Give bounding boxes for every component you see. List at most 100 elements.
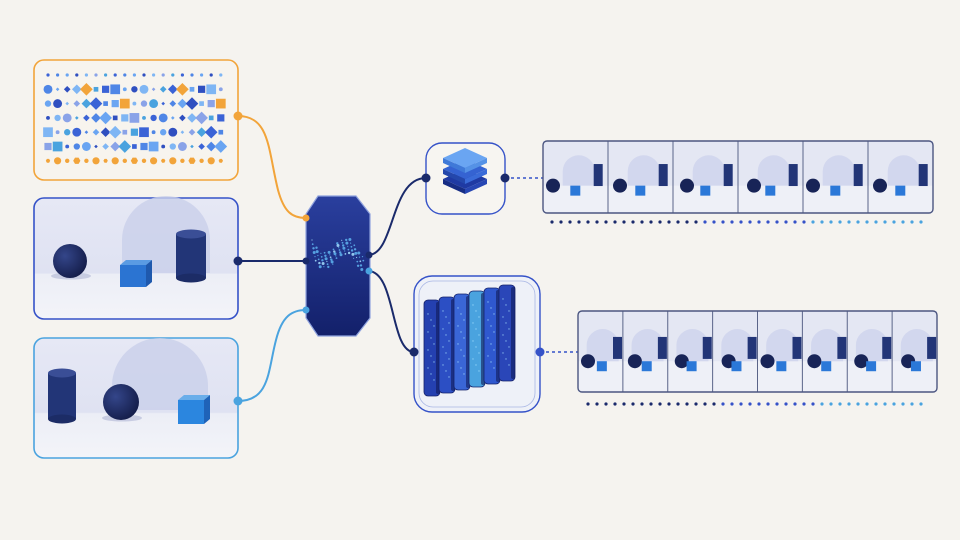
slice-dot [478, 370, 480, 372]
video-frame [543, 141, 608, 213]
encoder-dot [356, 256, 358, 259]
timeline-dot [811, 220, 815, 224]
token-mark [190, 144, 194, 149]
timeline-dot [748, 220, 752, 224]
connector-scene2-to-encoder [237, 309, 307, 402]
cube-icon [120, 260, 152, 287]
encoder-dot [311, 243, 314, 246]
encoder-dot [341, 239, 343, 241]
encoder-dot [359, 260, 362, 263]
encoder-dot [353, 257, 355, 259]
timeline-dot [892, 220, 896, 224]
node-scene1-out [233, 256, 243, 266]
timeline-dot [820, 402, 824, 406]
token-mark [151, 130, 156, 135]
token-mark [140, 100, 148, 107]
token-mark [118, 140, 132, 153]
slice-dot [457, 361, 459, 363]
sphere-icon [807, 354, 822, 369]
token-mark [56, 73, 60, 77]
token-mark [171, 116, 175, 120]
sphere-icon [103, 384, 139, 420]
slice-dot [472, 358, 474, 360]
timeline-dot [622, 402, 626, 406]
token-mark [122, 158, 128, 163]
neural-encoder-icon [305, 195, 371, 337]
video-frame [667, 311, 713, 392]
cube-icon [596, 361, 607, 372]
token-mark [161, 158, 166, 163]
token-mark [218, 129, 224, 135]
cube-icon [731, 361, 742, 372]
cylinder-icon [613, 336, 623, 359]
token-mark [55, 87, 60, 92]
token-mark [65, 101, 69, 106]
encoder-dot [324, 254, 327, 257]
timeline-dot [604, 402, 608, 406]
token-mark [142, 115, 146, 120]
timeline-dot [577, 220, 581, 224]
connectors [237, 115, 578, 402]
encoder-dot [344, 250, 346, 252]
encoder-dot [351, 252, 355, 256]
video-frame [608, 141, 673, 213]
timeline-dot [892, 402, 896, 406]
token-mark [71, 84, 82, 95]
timeline-dot [784, 220, 788, 224]
token-mark [112, 115, 118, 121]
token-grid-panel [33, 59, 239, 181]
token-mark [65, 73, 69, 77]
timeline-dot [775, 402, 779, 406]
connector-encoder-to-layers [367, 177, 427, 256]
timeline-dot [739, 220, 743, 224]
timeline-dot [856, 402, 860, 406]
token-mark [65, 144, 70, 149]
video-frame [803, 141, 868, 213]
encoder-dot [350, 249, 354, 252]
slice-dot [442, 346, 444, 348]
video-frame [712, 311, 758, 392]
token-mark [180, 73, 184, 77]
timeline-dot [649, 220, 653, 224]
token-mark [75, 73, 79, 77]
token-mark [80, 82, 93, 96]
slice-dot [460, 331, 462, 333]
token-mark [46, 115, 50, 120]
token-mark [141, 158, 147, 163]
cube-icon [178, 395, 210, 424]
sphere-icon [873, 178, 887, 193]
token-mark [52, 141, 63, 152]
token-mark [180, 130, 185, 134]
slice-dot [487, 319, 489, 321]
sphere-icon [854, 354, 869, 369]
timeline-dot [676, 402, 680, 406]
encoder-dot [356, 260, 359, 263]
encoder-dot [311, 239, 313, 241]
sphere-icon [674, 354, 689, 369]
timeline-dot [721, 402, 725, 406]
token-mark [214, 140, 228, 153]
stacked-layers-icon [443, 148, 487, 194]
timeline-dot [730, 402, 734, 406]
encoder-dot [342, 244, 345, 247]
timeline-dot [613, 402, 617, 406]
token-mark [169, 100, 177, 107]
video-frame [578, 311, 623, 392]
encoder-dot [329, 254, 331, 256]
token-mark [103, 101, 108, 106]
encoder-dot [330, 260, 334, 264]
slice-dot [448, 340, 450, 342]
timeline-dots-1 [550, 220, 923, 224]
token-mark [72, 127, 82, 137]
token-mark [218, 158, 223, 163]
node-token-out [233, 111, 243, 121]
encoder-dot [353, 248, 357, 251]
token-mark [63, 85, 71, 93]
slice-dot [478, 352, 480, 354]
timeline-dot [559, 220, 563, 224]
timeline-dot [721, 220, 725, 224]
slice-dot [460, 367, 462, 369]
timeline-dot [865, 220, 869, 224]
token-mark [179, 114, 186, 122]
token-mark [64, 129, 71, 136]
